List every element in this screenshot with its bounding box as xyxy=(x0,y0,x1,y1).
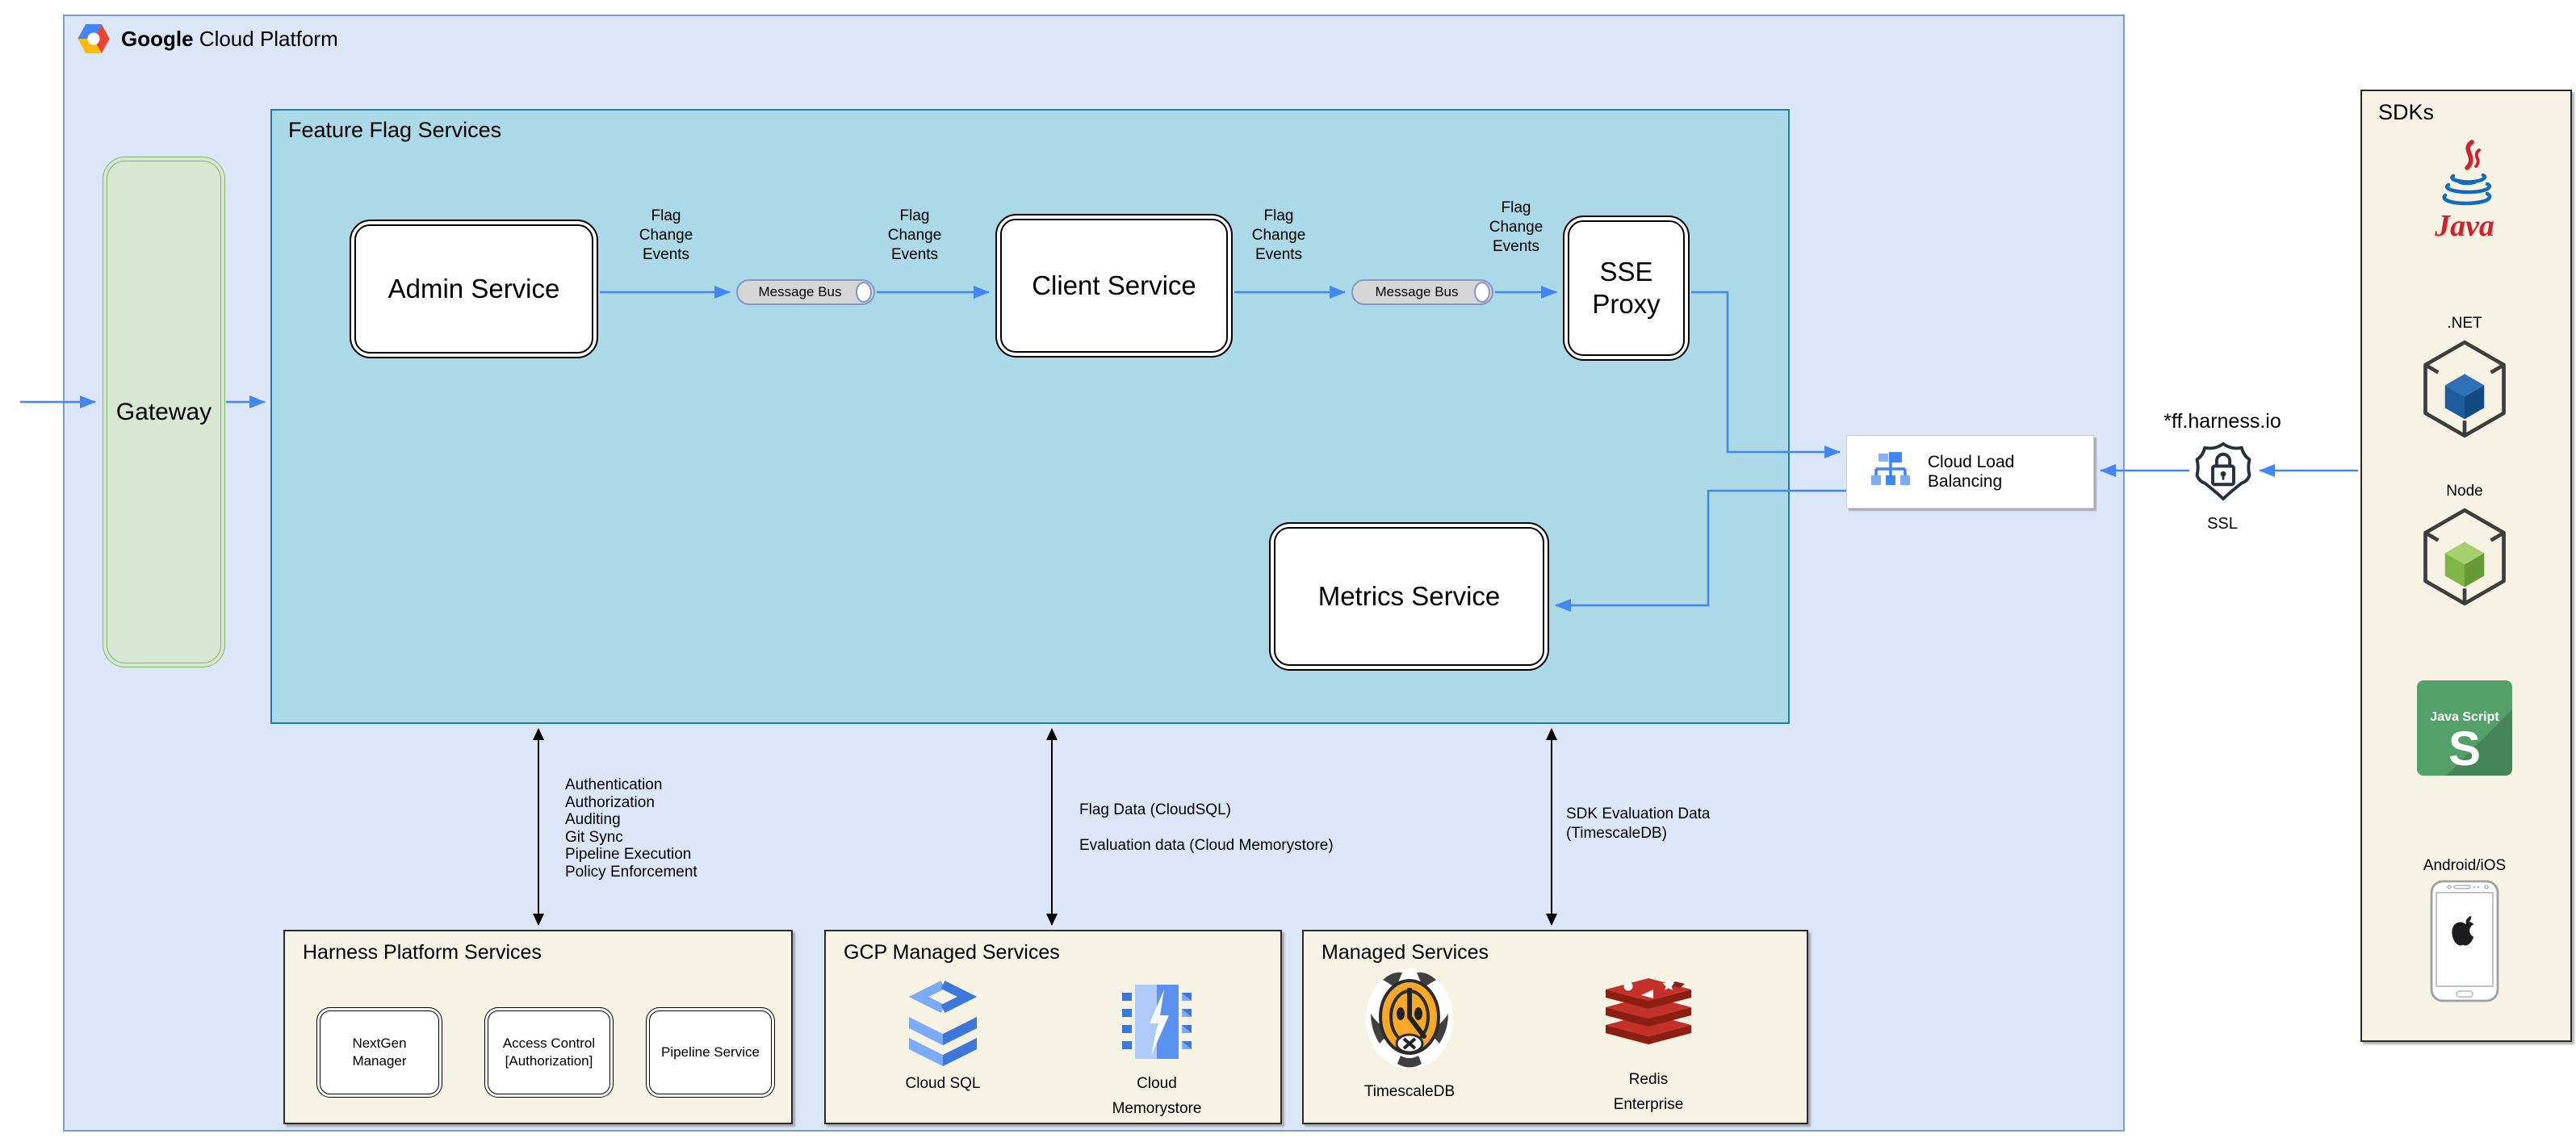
message-bus-2-label: Message Bus xyxy=(1375,284,1459,299)
eval-data-annotation: Evaluation data (Cloud Memorystore) xyxy=(1079,837,1334,854)
pipeline-service-label: Pipeline Service xyxy=(661,1044,760,1060)
timescaledb-icon xyxy=(1366,969,1453,1069)
cylinder-cap xyxy=(856,282,872,303)
flag-change-events-label-1: Flag Change Events xyxy=(639,207,693,263)
client-service-node: Client Service xyxy=(995,214,1233,358)
access-control-node: Access Control [Authorization] xyxy=(484,1007,614,1098)
client-service-label: Client Service xyxy=(1032,270,1196,300)
java-sdk-icon: Java xyxy=(2434,140,2494,243)
cylinder-cap xyxy=(1474,282,1490,303)
node-cube-icon xyxy=(2423,508,2506,606)
message-bus-2: Message Bus xyxy=(1351,279,1493,305)
admin-service-label: Admin Service xyxy=(387,274,560,303)
javascript-letter: S xyxy=(2448,722,2481,776)
mobile-label: Android/iOS xyxy=(2423,857,2507,874)
node-label: Node xyxy=(2446,483,2483,500)
admin-service-node: Admin Service xyxy=(350,220,598,358)
javascript-title: Java Script xyxy=(2430,710,2499,724)
ssl-label: SSL xyxy=(2207,515,2238,533)
sdks-title: SDKs xyxy=(2378,100,2435,124)
metrics-service-label: Metrics Service xyxy=(1317,581,1501,611)
mobile-phone-icon xyxy=(2430,880,2499,1002)
timescaledb-label: TimescaleDB xyxy=(1363,1083,1456,1100)
redis-enterprise-icon xyxy=(1606,978,1691,1044)
sse-proxy-label: SSE Proxy xyxy=(1592,257,1661,319)
pipeline-service-node: Pipeline Service xyxy=(646,1007,775,1098)
harness-panel-title: Harness Platform Services xyxy=(303,941,542,964)
sdk-eval-annotation: SDK Evaluation Data (TimescaleDB) xyxy=(1566,805,1711,842)
flag-data-annotation: Flag Data (CloudSQL) xyxy=(1079,801,1231,818)
nextgen-manager-node: NextGen Manager xyxy=(316,1007,442,1098)
dotnet-cube-icon xyxy=(2423,340,2506,438)
harness-annotation-list: Authentication Authorization Auditing Gi… xyxy=(565,776,697,881)
ssl-domain-label: *ff.harness.io xyxy=(2163,410,2281,433)
brand-rest: Cloud Platform xyxy=(193,27,338,51)
annotation-item: Authorization xyxy=(565,793,655,811)
metrics-service-node: Metrics Service xyxy=(1269,522,1549,671)
nextgen-manager-label: NextGen Manager xyxy=(352,1035,407,1069)
cloud-load-balancing-node: Cloud Load Balancing xyxy=(1846,435,2094,508)
java-label: Java xyxy=(2434,209,2494,243)
javascript-sdk-icon: Java Script S xyxy=(2417,680,2512,776)
load-balancer-icon xyxy=(1870,451,1910,485)
dotnet-label: .NET xyxy=(2447,315,2482,332)
gcp-managed-panel xyxy=(824,930,1282,1124)
message-bus-1: Message Bus xyxy=(736,279,875,305)
message-bus-1-label: Message Bus xyxy=(758,284,842,299)
feature-flag-services-container xyxy=(270,109,1790,724)
annotation-item: Git Sync xyxy=(565,828,623,846)
page-title: Google Cloud Platform xyxy=(121,27,338,52)
cloud-memorystore-icon xyxy=(1122,985,1192,1059)
flag-change-events-label-4: Flag Change Events xyxy=(1489,199,1544,255)
managed-panel-title: Managed Services xyxy=(1322,941,1489,964)
cloud-sql-label: Cloud SQL xyxy=(905,1075,981,1092)
annotation-item: Policy Enforcement xyxy=(565,863,697,881)
annotation-item: Pipeline Execution xyxy=(565,846,692,863)
redis-enterprise-label: Redis Enterprise xyxy=(1613,1071,1684,1113)
sse-proxy-node: SSE Proxy xyxy=(1563,215,1690,361)
brand-bold: Google xyxy=(121,27,194,51)
ssl-shield-icon xyxy=(2195,441,2251,501)
feature-flag-services-title: Feature Flag Services xyxy=(288,118,502,142)
gcp-panel-title: GCP Managed Services xyxy=(844,941,1060,964)
cloud-load-balancing-label: Cloud Load Balancing xyxy=(1927,452,2015,491)
flag-change-events-label-2: Flag Change Events xyxy=(887,207,942,263)
annotation-item: Authentication xyxy=(565,776,663,793)
gateway-node: Gateway xyxy=(103,157,225,667)
flag-change-events-label-3: Flag Change Events xyxy=(1251,207,1306,263)
access-control-label: Access Control [Authorization] xyxy=(502,1035,596,1069)
gateway-label: Gateway xyxy=(115,398,212,425)
cloud-sql-icon xyxy=(909,981,977,1066)
gcp-logo-icon xyxy=(77,24,110,53)
annotation-item: Auditing xyxy=(565,811,621,828)
cloud-memorystore-label: Cloud Memorystore xyxy=(1112,1075,1202,1117)
